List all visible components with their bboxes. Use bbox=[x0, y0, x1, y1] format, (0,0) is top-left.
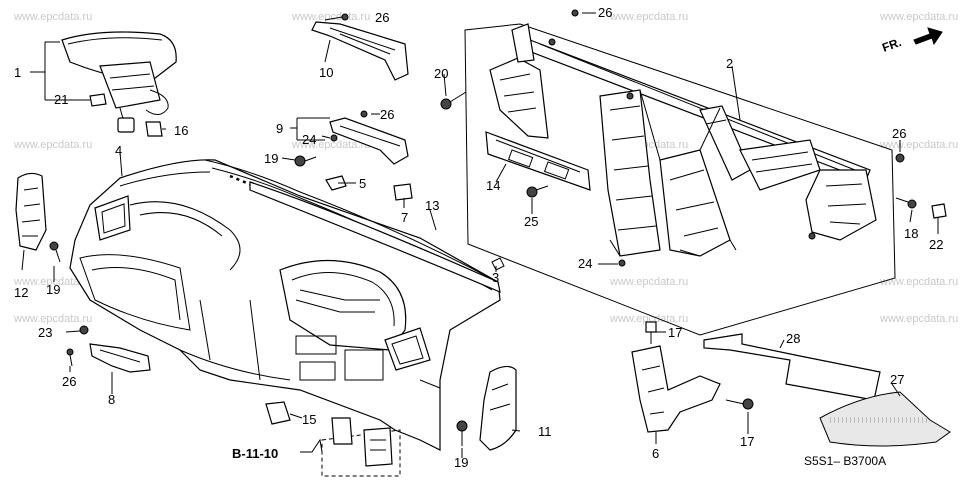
bolt-19-mid bbox=[294, 155, 317, 167]
watermark: www.epcdata.ru bbox=[291, 11, 370, 23]
watermark: www.epcdata.ru bbox=[13, 11, 92, 23]
bracket-14 bbox=[485, 131, 591, 191]
reference-label: B-11-10 bbox=[232, 446, 278, 461]
diagram-code: S5S1– B3700A bbox=[804, 454, 886, 468]
watermark: www.epcdata.ru bbox=[879, 139, 958, 151]
front-direction-arrow: FR. bbox=[880, 27, 943, 55]
bracket-9 bbox=[329, 117, 409, 165]
clip-21 bbox=[89, 93, 107, 107]
nut-24-left bbox=[330, 134, 338, 142]
callout-21: 21 bbox=[54, 92, 68, 107]
clip-16 bbox=[145, 121, 163, 137]
callout-27: 27 bbox=[890, 372, 904, 387]
steering-hanger-beam bbox=[489, 23, 877, 257]
bolt-19-right bbox=[456, 420, 468, 446]
callout-5: 5 bbox=[359, 176, 366, 191]
callout-2: 2 bbox=[726, 56, 733, 71]
watermark: www.epcdata.ru bbox=[879, 11, 958, 23]
callout-7: 7 bbox=[401, 210, 408, 225]
callout-19-right: 19 bbox=[454, 455, 468, 470]
bolt-18 bbox=[895, 197, 917, 209]
callout-26-mid: 26 bbox=[380, 107, 394, 122]
watermark: www.epcdata.ru bbox=[291, 139, 370, 151]
arrow-icon bbox=[913, 27, 943, 46]
watermark: www.epcdata.ru bbox=[609, 276, 688, 288]
screw-26-top bbox=[341, 13, 349, 21]
callout-17-bottom: 17 bbox=[740, 434, 754, 449]
screw-26-mid bbox=[360, 110, 368, 118]
bolt-25 bbox=[526, 185, 549, 198]
bolt-17-bottom bbox=[725, 398, 754, 410]
nut-24-right bbox=[618, 259, 626, 267]
nut-23 bbox=[79, 325, 89, 335]
callout-26-top: 26 bbox=[375, 10, 389, 25]
watermark: www.epcdata.ru bbox=[13, 139, 92, 151]
callout-8: 8 bbox=[108, 392, 115, 407]
callout-22: 22 bbox=[929, 237, 943, 252]
callout-19-mid: 19 bbox=[264, 151, 278, 166]
callout-labels: 1 2 3 4 5 6 7 8 9 10 11 12 13 14 15 16 1… bbox=[14, 5, 943, 470]
callout-6: 6 bbox=[652, 446, 659, 461]
watermark: www.epcdata.ru bbox=[609, 313, 688, 325]
callout-12: 12 bbox=[14, 285, 28, 300]
clip-3 bbox=[491, 257, 505, 271]
cap-5 bbox=[325, 175, 347, 191]
callout-17-top: 17 bbox=[668, 325, 682, 340]
front-label: FR. bbox=[880, 35, 903, 55]
cap-22 bbox=[931, 203, 947, 219]
insulator-27 bbox=[819, 391, 951, 447]
callout-26-right: 26 bbox=[892, 126, 906, 141]
callout-23: 23 bbox=[38, 325, 52, 340]
bolt-20 bbox=[440, 91, 467, 110]
callout-15: 15 bbox=[302, 412, 316, 427]
callout-4: 4 bbox=[115, 143, 122, 158]
bracket-10 bbox=[311, 21, 409, 81]
watermark: www.epcdata.ru bbox=[879, 313, 958, 325]
callout-16: 16 bbox=[174, 123, 188, 138]
leader-lines bbox=[21, 12, 939, 458]
callout-26-frame: 26 bbox=[598, 5, 612, 20]
callout-25: 25 bbox=[524, 214, 538, 229]
bolt-19-left bbox=[49, 241, 61, 263]
callout-9: 9 bbox=[276, 121, 283, 136]
bracket-8 bbox=[89, 343, 151, 373]
callout-18: 18 bbox=[904, 226, 918, 241]
callout-26-left: 26 bbox=[62, 374, 76, 389]
cap-7 bbox=[393, 183, 413, 201]
defroster-strip bbox=[249, 181, 501, 293]
frame-outline-box bbox=[464, 23, 896, 336]
callout-13: 13 bbox=[425, 198, 439, 213]
screw-26-frame-top bbox=[571, 9, 579, 17]
side-cover-11 bbox=[479, 365, 517, 451]
watermark: www.epcdata.ru bbox=[879, 276, 958, 288]
screw-26-left bbox=[66, 348, 74, 367]
callout-14: 14 bbox=[486, 178, 500, 193]
callout-1: 1 bbox=[14, 65, 21, 80]
switch-box-15 bbox=[265, 401, 401, 477]
screw-26-right bbox=[895, 153, 905, 163]
callout-28: 28 bbox=[786, 331, 800, 346]
watermark: www.epcdata.ru bbox=[13, 276, 92, 288]
callout-11: 11 bbox=[538, 424, 552, 439]
instrument-panel bbox=[69, 159, 501, 451]
bracket-6 bbox=[631, 345, 721, 433]
bolt-17-top bbox=[645, 321, 657, 344]
callout-24-right: 24 bbox=[578, 256, 592, 271]
callout-3: 3 bbox=[492, 270, 499, 285]
callout-24-left: 24 bbox=[302, 132, 316, 147]
callout-10: 10 bbox=[319, 65, 333, 80]
watermark: www.epcdata.ru bbox=[13, 313, 92, 325]
watermark: www.epcdata.ru bbox=[609, 11, 688, 23]
callout-19-left: 19 bbox=[46, 282, 60, 297]
callout-20: 20 bbox=[434, 66, 448, 81]
airbag-module bbox=[61, 31, 177, 133]
side-bracket-12 bbox=[15, 172, 47, 251]
